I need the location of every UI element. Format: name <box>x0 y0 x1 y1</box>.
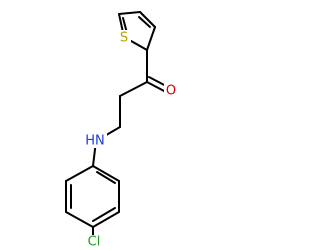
bond-c2-c3 <box>146 26 156 51</box>
bond-ar3-ar4-inner <box>92 207 116 222</box>
bond-carbonyl-oxygen-a <box>146 81 167 93</box>
bond-carbonyl-ch2 <box>119 81 148 97</box>
atom-sulfur: S <box>117 30 131 46</box>
bond-ar1-ar2 <box>92 165 120 182</box>
bond-ar1-ar2-inner <box>96 171 116 184</box>
atom-chlorine: Cl <box>84 235 104 250</box>
atom-oxygen-label: O <box>166 84 176 99</box>
bond-ar3-ar4 <box>92 211 120 228</box>
bond-ar4-ar5 <box>65 211 94 228</box>
atom-chlorine-label: Cl <box>88 235 101 250</box>
atom-oxygen: O <box>164 84 178 99</box>
atom-sulfur-label: S <box>120 31 128 46</box>
bond-c3-c4-inner <box>138 16 151 28</box>
atom-amine: HN <box>83 133 107 149</box>
bond-ar6-ar1 <box>65 165 94 182</box>
bond-c4-c5 <box>118 11 141 15</box>
chemical-structure-diagram: S O HN Cl <box>65 11 178 250</box>
bond-c3-c4 <box>139 11 156 28</box>
atom-amine-label: HN <box>85 134 105 149</box>
